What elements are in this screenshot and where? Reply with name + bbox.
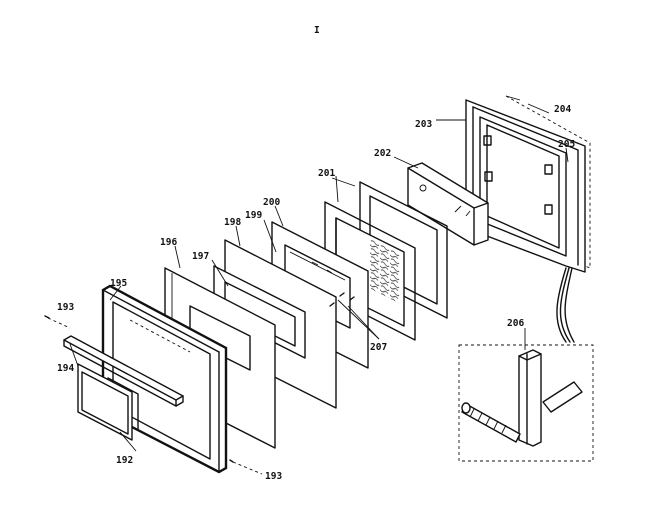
- part-207-screws: [329, 292, 355, 307]
- callout-195: 195: [110, 278, 127, 289]
- part-193-screw-left: [44, 315, 71, 329]
- callout-201: 201: [318, 168, 335, 179]
- part-206-hinge-inset: [458, 344, 594, 462]
- callout-203: 203: [415, 119, 432, 130]
- callout-194: 194: [57, 363, 74, 374]
- part-193-screw-bottom: [229, 459, 263, 475]
- callout-207: 207: [370, 342, 387, 353]
- callout-197: 197: [192, 251, 209, 262]
- callout-206: 206: [507, 318, 524, 329]
- part-192-bracket: [77, 363, 133, 441]
- callout-205: 205: [558, 139, 575, 150]
- leader-lines: [69, 103, 569, 452]
- callout-193-left: 193: [57, 302, 74, 313]
- callout-202: 202: [374, 148, 391, 159]
- callout-200: 200: [263, 197, 280, 208]
- callout-196: 196: [160, 237, 177, 248]
- callout-192: 192: [116, 455, 133, 466]
- part-194-handle: [63, 335, 184, 407]
- part-202-inner-box: [407, 162, 489, 246]
- callout-193-bottom: 193: [265, 471, 282, 482]
- callout-204: 204: [554, 104, 571, 115]
- callout-199: 199: [245, 210, 262, 221]
- top-mark: I: [314, 25, 320, 36]
- callout-198: 198: [224, 217, 241, 228]
